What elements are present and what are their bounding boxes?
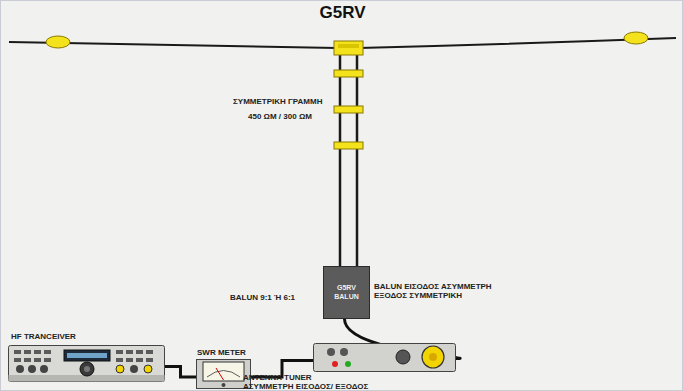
balun-box-body: G5RV BALUN [323, 266, 370, 319]
tuner-io-note: ΑΣΥΜΜΕΤΡΗ ΕΙΣΟΔΟΣ/ ΕΞΟΔΟΣ [243, 382, 368, 391]
transceiver: HF TRANCEIVER [7, 332, 167, 384]
line-label: ΣΥΜΜΕΤΡΙΚΗ ΓΡΑΜΜΗ [233, 97, 322, 106]
antenna-tuner-drawing [313, 343, 456, 372]
swr-heading: SWR METER [197, 348, 246, 357]
diagram-title: G5RV [1, 3, 683, 23]
antenna-tuner: ANTENNA TUNERΑΣΥΜΜΕΤΡΗ ΕΙΣΟΔΟΣ/ ΕΞΟΔΟΣ [239, 343, 461, 391]
impedance-label: 450 ΩΜ / 300 ΩΜ [248, 112, 312, 121]
swr-meter-body [196, 359, 251, 389]
transceiver-body [8, 345, 165, 382]
balun-box: G5RV BALUN [323, 266, 370, 319]
transceiver-heading: HF TRANCEIVER [11, 332, 76, 341]
balun-name: G5RV BALUN [324, 284, 369, 300]
transceiver-drawing [8, 345, 165, 382]
balun-description: BALUN ΕΙΣΟΔΟΣ ΑΣΥΜΜΕΤΡΗ ΕΞΟΔΟΣ ΣΥΜΜΕΤΡΙΚ… [374, 282, 506, 300]
coax-cable [165, 367, 196, 378]
swr-meter-drawing [196, 359, 251, 389]
tuner-heading: ANTENNA TUNER [243, 373, 312, 382]
antenna-tuner-body [313, 343, 456, 372]
balun-ratio-label: BALUN 9:1 Ή 6:1 [230, 293, 295, 302]
